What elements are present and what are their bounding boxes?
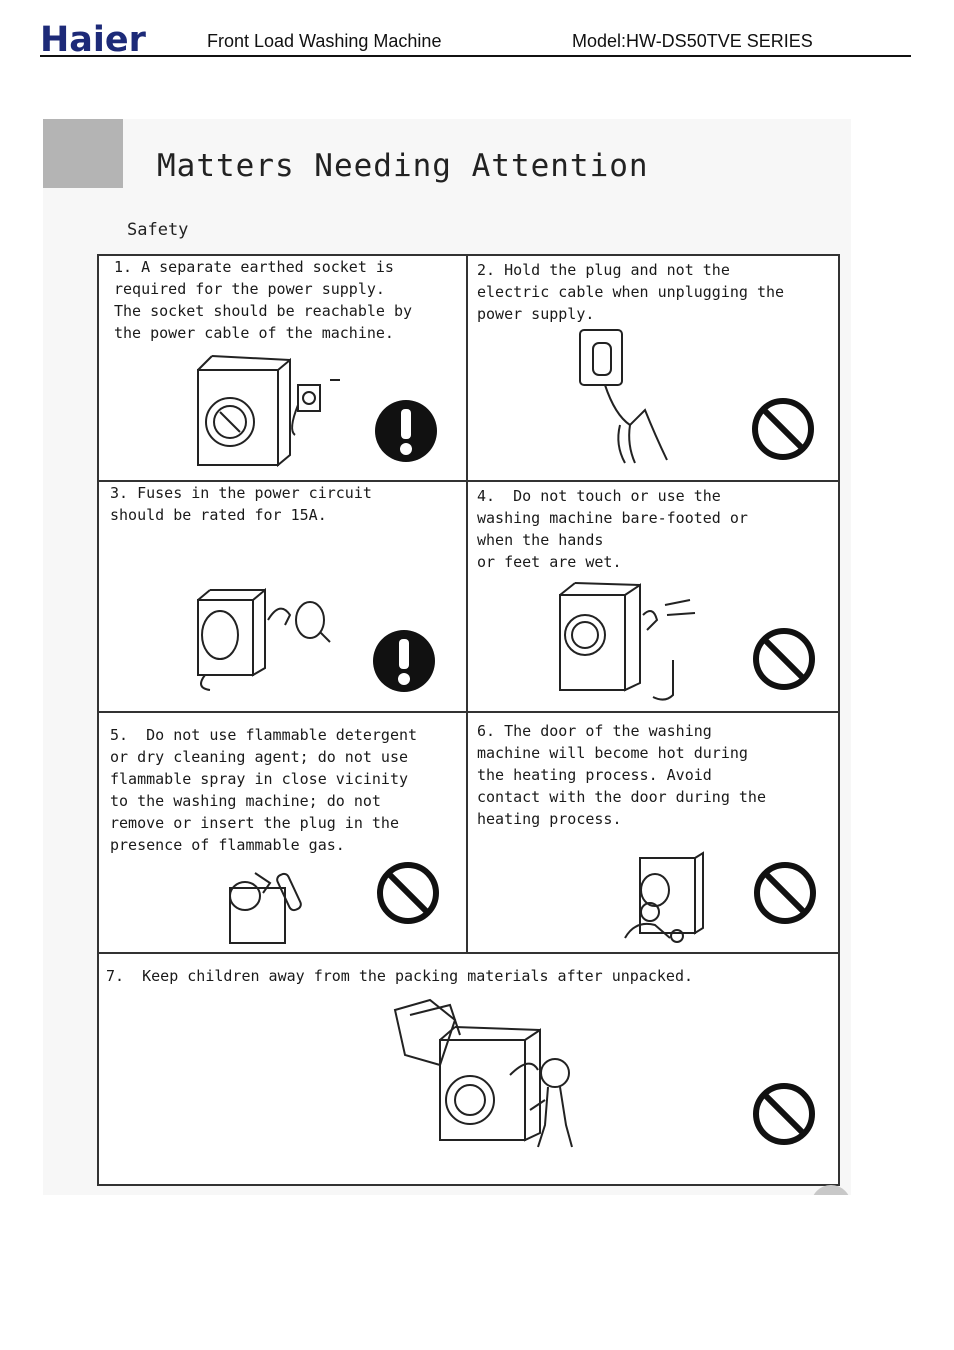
item-6-text: 6. The door of the washing machine will …	[477, 722, 766, 828]
washing-machine-illustration-3	[197, 587, 331, 691]
washing-machine-illustration-5	[229, 872, 302, 944]
child-at-door-illustration	[624, 851, 704, 943]
section-label: Safety	[127, 220, 189, 240]
safety-cell-7	[97, 952, 840, 1186]
prohibited-sign-icon	[753, 628, 815, 690]
prohibited-sign-icon	[377, 862, 439, 924]
item-4-text: 4. Do not touch or use the washing machi…	[477, 487, 748, 571]
prohibited-sign-icon	[752, 398, 814, 460]
item-1-text: 1. A separate earthed socket is required…	[114, 258, 413, 342]
plug-hand-illustration	[579, 329, 668, 464]
header-divider	[40, 55, 911, 57]
washing-machine-illustration-4	[559, 582, 696, 701]
item-5-text: 5. Do not use flammable detergent or dry…	[110, 726, 418, 854]
model-number: Model:HW-DS50TVE SERIES	[572, 31, 813, 51]
page-corner-mark	[811, 1185, 851, 1195]
prohibited-sign-icon	[754, 862, 816, 924]
mandatory-sign-icon	[373, 630, 435, 692]
washing-machine-illustration-1	[197, 355, 340, 468]
corner-tab	[43, 119, 123, 188]
safety-cell-6	[466, 711, 840, 954]
document-title: Front Load Washing Machine	[207, 31, 442, 51]
safety-cell-5	[97, 711, 468, 954]
mandatory-sign-icon	[375, 400, 437, 462]
page-heading: Matters Needing Attention	[157, 148, 649, 184]
brand-logo: Haier	[40, 20, 146, 60]
packing-materials-child-illustration	[393, 998, 573, 1148]
item-7-text: 7. Keep children away from the packing m…	[106, 967, 693, 985]
prohibited-sign-icon	[753, 1083, 815, 1145]
safety-cell-4	[466, 480, 840, 713]
item-3-text: 3. Fuses in the power circuit should be …	[110, 484, 372, 524]
item-2-text: 2. Hold the plug and not the electric ca…	[477, 261, 785, 323]
